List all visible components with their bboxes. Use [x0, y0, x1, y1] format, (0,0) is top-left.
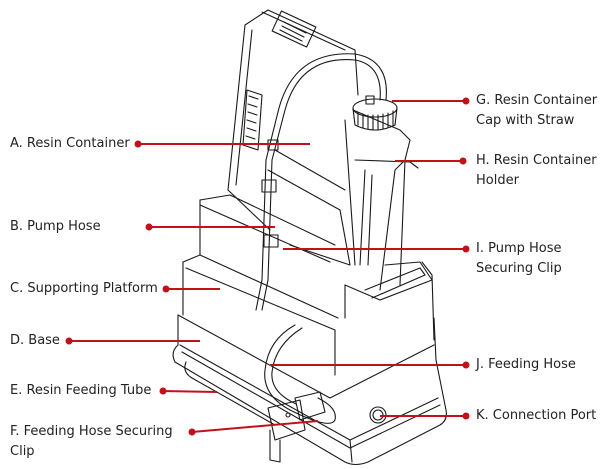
callout-f-line1: F. Feeding Hose Securing [10, 424, 173, 439]
callout-d: D. Base [10, 331, 60, 351]
connection-port [369, 406, 387, 424]
pump-hose-clips [261, 139, 279, 248]
base [172, 314, 447, 466]
callout-d-text: D. Base [10, 333, 60, 348]
callout-h: H. Resin Container Holder [476, 151, 597, 191]
callout-k: K. Connection Port [476, 406, 596, 426]
callout-g: G. Resin Container Cap with Straw [476, 91, 597, 131]
callout-h-line2: Holder [476, 173, 519, 188]
callout-c-text: C. Supporting Platform [10, 281, 158, 296]
resin-container [227, 9, 411, 291]
callout-a: A. Resin Container [10, 134, 130, 154]
pump-hose [255, 53, 387, 311]
callout-b-text: B. Pump Hose [10, 219, 101, 234]
callout-e: E. Resin Feeding Tube [10, 381, 151, 401]
callout-a-text: A. Resin Container [10, 136, 130, 151]
callout-f-line2: Clip [10, 444, 35, 459]
resin-container-holder [354, 159, 426, 299]
resin-container-cap [352, 95, 398, 131]
callout-j: J. Feeding Hose [476, 355, 576, 375]
callout-h-line1: H. Resin Container [476, 153, 597, 168]
callout-g-line2: Cap with Straw [476, 113, 575, 128]
callout-j-text: J. Feeding Hose [476, 357, 576, 372]
callout-g-line1: G. Resin Container [476, 93, 598, 108]
callout-i: I. Pump Hose Securing Clip [476, 239, 562, 279]
callout-f: F. Feeding Hose Securing Clip [10, 422, 173, 462]
feeding-hose [264, 324, 336, 463]
callout-b: B. Pump Hose [10, 217, 101, 237]
callout-k-text: K. Connection Port [476, 408, 597, 423]
supporting-platform [182, 194, 435, 376]
callout-i-line2: Securing Clip [476, 261, 562, 276]
callout-i-line1: I. Pump Hose [476, 241, 562, 256]
callout-e-text: E. Resin Feeding Tube [10, 383, 152, 398]
callout-c: C. Supporting Platform [10, 279, 158, 299]
